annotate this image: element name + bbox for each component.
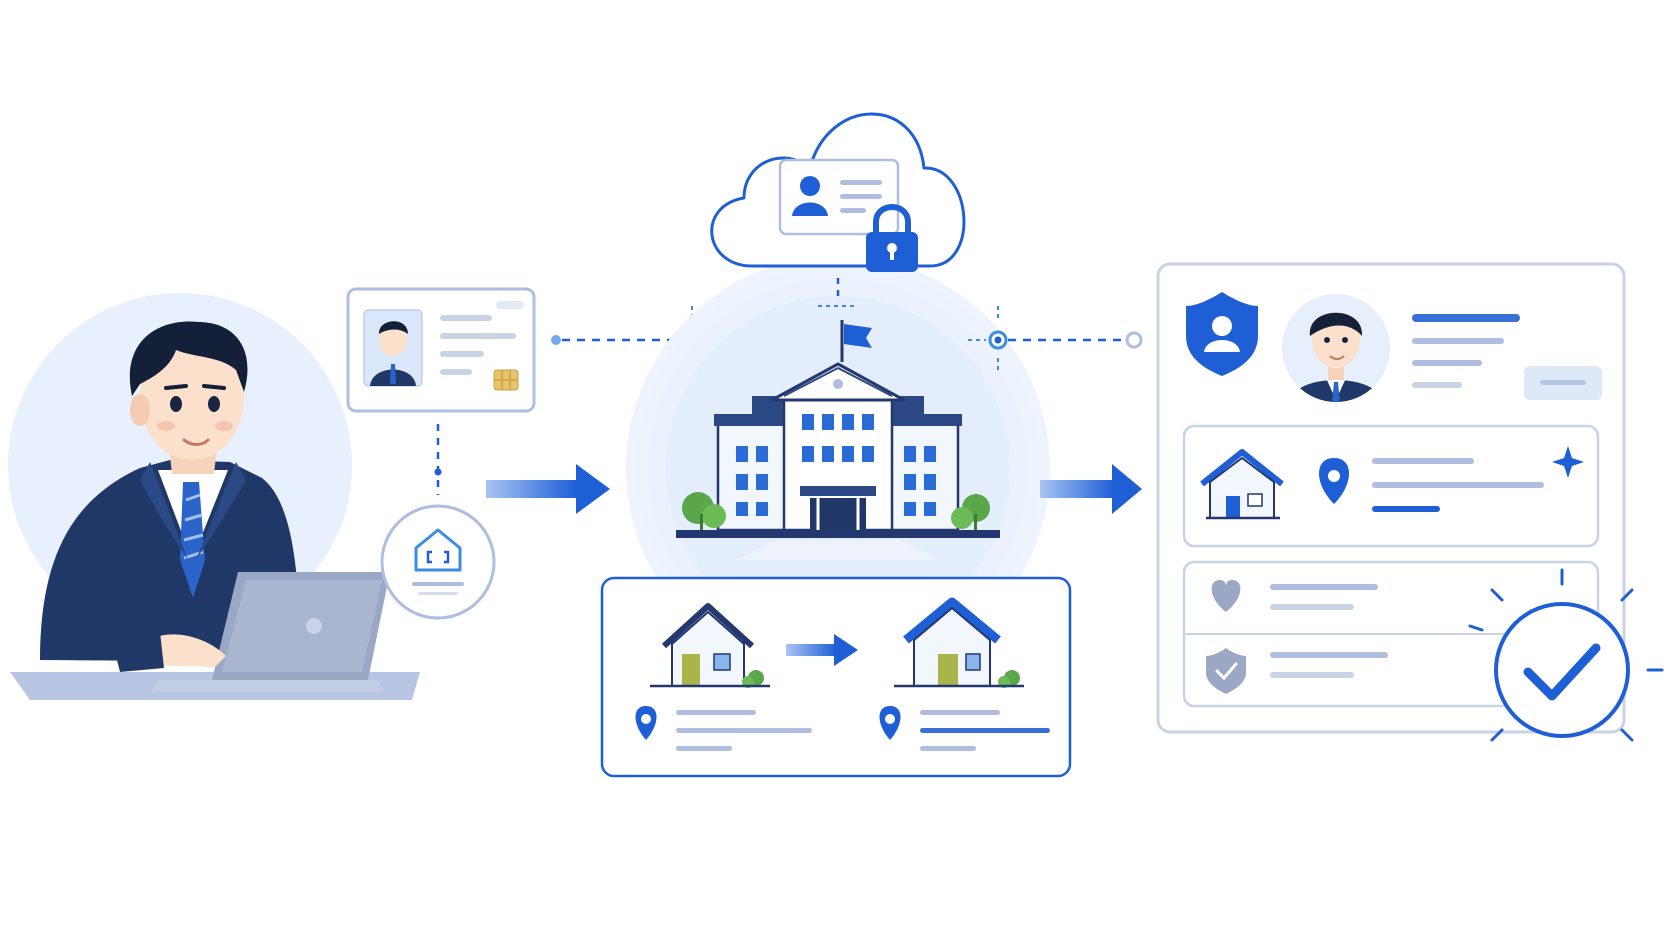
connector-line — [968, 306, 1143, 374]
map-pin-icon — [635, 706, 657, 740]
user-at-laptop-icon — [8, 293, 420, 700]
sparkle-icon — [1552, 446, 1584, 478]
checkmark-badge-icon — [1468, 568, 1664, 742]
government-building-icon — [676, 320, 1000, 560]
shield-user-icon — [1186, 292, 1258, 376]
arrow-right-icon — [1040, 464, 1142, 514]
profile-panel — [1156, 262, 1626, 734]
house-address-icon — [1200, 449, 1284, 520]
heart-icon — [1211, 580, 1241, 612]
id-card-icon — [346, 287, 536, 413]
house-address-icon — [380, 504, 496, 620]
map-pin-icon — [879, 706, 901, 740]
cloud-icon — [710, 112, 966, 268]
shield-check-icon — [1206, 648, 1246, 694]
arrow-right-icon — [486, 464, 610, 514]
avatar — [1282, 294, 1390, 402]
house-move-icon — [600, 576, 1072, 778]
lock-icon — [866, 204, 918, 272]
map-pin-icon — [1319, 458, 1349, 504]
